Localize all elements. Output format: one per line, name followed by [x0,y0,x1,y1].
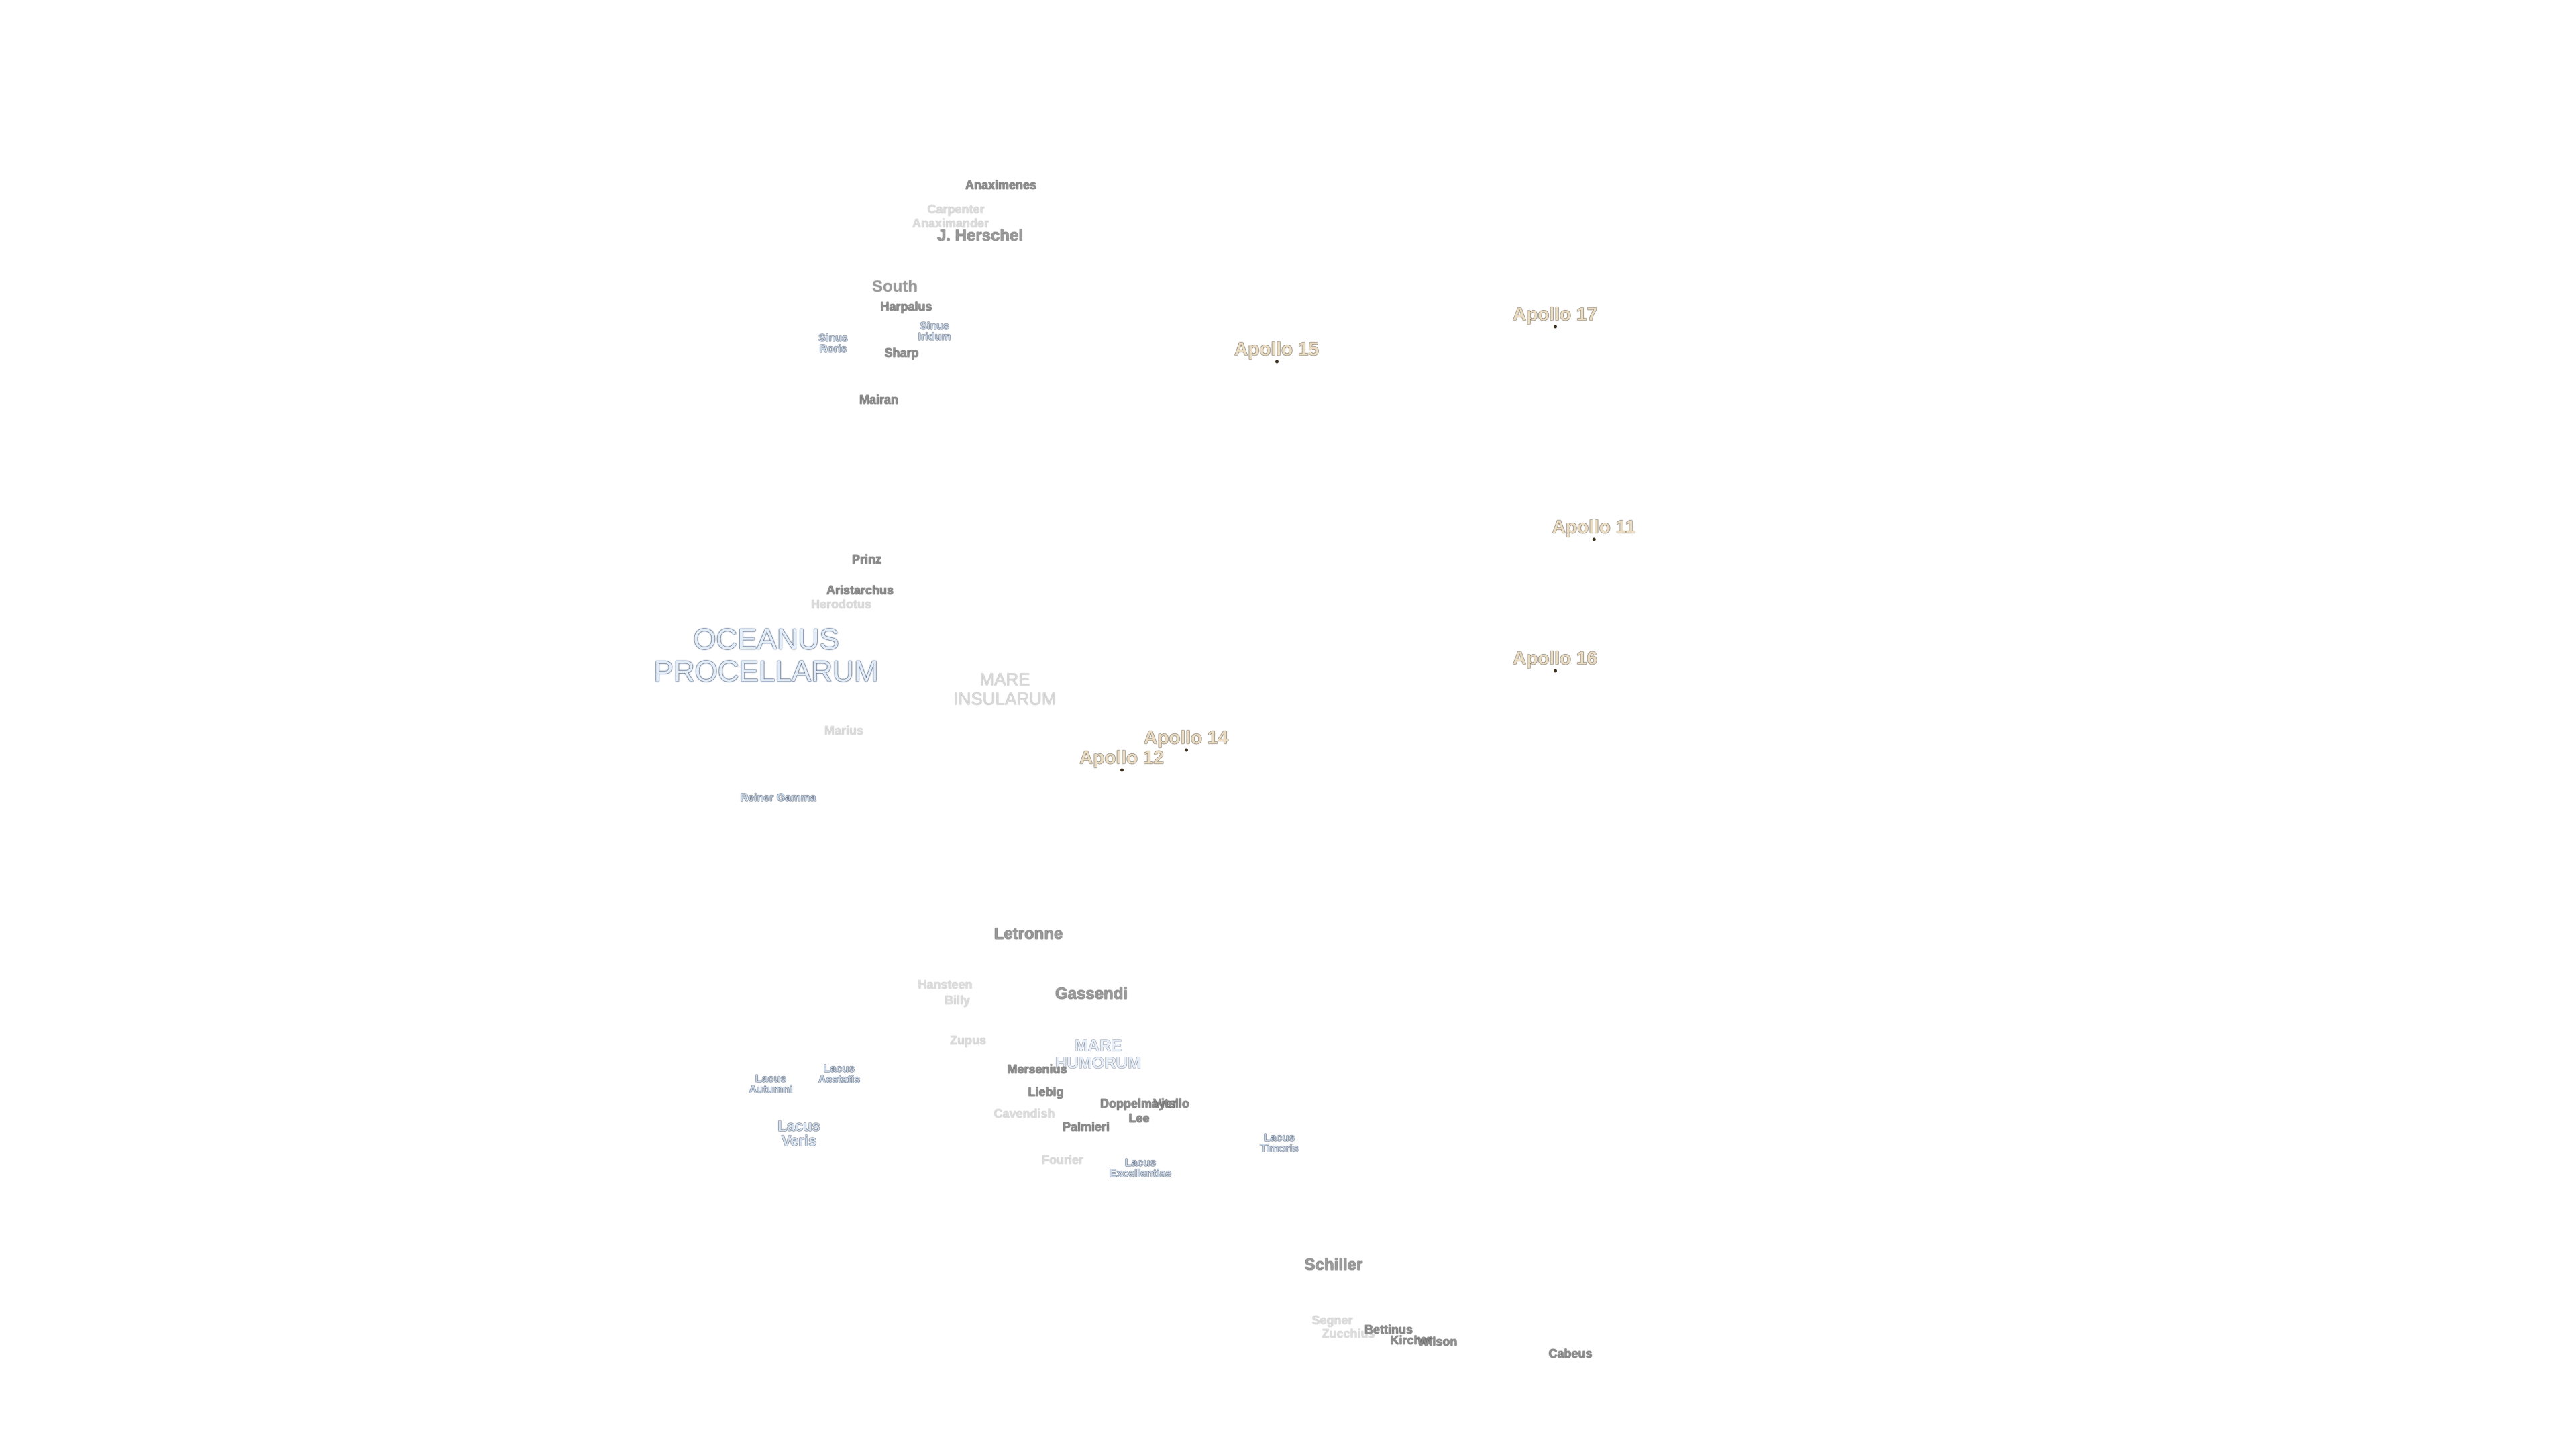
oceanus-line-2: PROCELLARUM [653,655,879,688]
lacus-aestatis-line-2: Aestatis [818,1074,861,1085]
crater-aristarchus[interactable]: Aristarchus [826,584,894,597]
lacus-excellentiae-label[interactable]: Lacus Excellentiae [1110,1158,1172,1179]
sinus-iridum-line-1: Sinus [920,321,949,332]
crater-vitello[interactable]: Vitello [1153,1097,1189,1110]
crater-cabeus[interactable]: Cabeus [1548,1347,1593,1360]
crater-gassendi[interactable]: Gassendi [1055,985,1128,1003]
mare-humorum-label[interactable]: MARE HUMORUM [1055,1036,1141,1073]
crater-schiller[interactable]: Schiller [1304,1256,1363,1274]
lacus-veris-label[interactable]: Lacus Veris [777,1119,820,1148]
crater-bettinus[interactable]: Bettinus [1364,1323,1413,1336]
crater-marius[interactable]: Marius [824,724,864,737]
lacus-timoris-label[interactable]: Lacus Timoris [1260,1133,1299,1155]
insularum-line-1: MARE [979,669,1030,690]
sinus-roris-label[interactable]: Sinus Roris [818,333,848,355]
lacus-autumni-line-2: Autumni [749,1084,793,1095]
lacus-veris-line-2: Veris [781,1132,817,1149]
crater-liebig[interactable]: Liebig [1028,1085,1064,1099]
crater-j-herschel[interactable]: J. Herschel [936,227,1024,245]
crater-kircher[interactable]: Kircher [1390,1334,1433,1347]
apollo-17-site[interactable]: Apollo 17 [1513,305,1597,329]
crater-wilson[interactable]: Wilson [1417,1335,1458,1348]
mare-insularum-label[interactable]: MARE INSULARUM [953,669,1056,708]
sinus-iridum-line-2: Iridum [918,331,951,343]
sinus-iridum-label[interactable]: Sinus Iridum [918,321,951,343]
apollo-16-label: Apollo 16 [1512,647,1598,669]
humorum-line-2: HUMORUM [1055,1055,1141,1073]
lacus-autumni-label[interactable]: Lacus Autumni [749,1074,793,1095]
lacus-excellentiae-line-2: Excellentiae [1109,1168,1172,1179]
landing-site-marker-icon [1120,768,1124,772]
lacus-veris-line-1: Lacus [777,1118,820,1134]
crater-fourier[interactable]: Fourier [1041,1153,1084,1167]
lacus-aestatis-label[interactable]: Lacus Aestatis [818,1064,860,1085]
apollo-11-site[interactable]: Apollo 11 [1552,516,1636,541]
crater-zucchius[interactable]: Zucchius [1322,1327,1375,1340]
crater-letronne[interactable]: Letronne [994,925,1063,943]
crater-prinz[interactable]: Prinz [851,553,882,566]
landing-site-marker-icon [1553,325,1557,329]
landing-site-marker-icon [1553,669,1557,673]
apollo-16-site[interactable]: Apollo 16 [1513,649,1597,673]
lacus-timoris-line-2: Timoris [1260,1143,1299,1155]
lacus-autumni-line-1: Lacus [755,1073,787,1085]
crater-carpenter[interactable]: Carpenter [927,203,985,216]
crater-doppelmayer[interactable]: Doppelmayer [1099,1097,1177,1110]
crater-zupus[interactable]: Zupus [950,1034,986,1047]
lacus-aestatis-line-1: Lacus [823,1063,855,1075]
apollo-14-label: Apollo 14 [1143,727,1229,748]
sinus-roris-line-1: Sinus [818,333,848,344]
landing-site-marker-icon [1592,537,1596,541]
sinus-roris-line-2: Roris [819,343,847,355]
lacus-excellentiae-line-1: Lacus [1124,1157,1157,1169]
crater-mersenius[interactable]: Mersenius [1007,1063,1067,1076]
apollo-11-label: Apollo 11 [1552,516,1636,537]
crater-cavendish[interactable]: Cavendish [994,1107,1055,1120]
crater-lee[interactable]: Lee [1128,1112,1150,1125]
crater-sharp[interactable]: Sharp [884,346,919,360]
apollo-12-label: Apollo 12 [1079,747,1165,768]
oceanus-line-1: OCEANUS [693,623,839,656]
apollo-14-site[interactable]: Apollo 14 [1143,727,1229,752]
oceanus-procellarum-label[interactable]: OCEANUS PROCELLARUM [653,623,879,689]
crater-anaximenes[interactable]: Anaximenes [965,178,1037,192]
crater-anaximander[interactable]: Anaximander [912,217,989,230]
humorum-line-1: MARE [1074,1036,1122,1055]
crater-palmieri[interactable]: Palmieri [1062,1120,1110,1134]
crater-segner[interactable]: Segner [1311,1313,1353,1327]
crater-mairan[interactable]: Mairan [859,393,899,407]
crater-billy[interactable]: Billy [944,994,971,1007]
crater-herodotus[interactable]: Herodotus [811,598,871,611]
apollo-12-site[interactable]: Apollo 12 [1079,747,1165,772]
crater-harpalus[interactable]: Harpalus [880,300,932,313]
reiner-gamma-label[interactable]: Reiner Gamma [740,792,816,804]
landing-site-marker-icon [1275,360,1279,364]
crater-south[interactable]: South [872,278,918,296]
apollo-17-label: Apollo 17 [1512,303,1598,325]
landing-site-marker-icon [1184,748,1188,752]
crater-hansteen[interactable]: Hansteen [918,978,973,991]
apollo-15-label: Apollo 15 [1234,338,1320,360]
insularum-line-2: INSULARUM [953,688,1057,708]
apollo-15-site[interactable]: Apollo 15 [1234,338,1320,364]
lacus-timoris-line-1: Lacus [1263,1132,1295,1144]
